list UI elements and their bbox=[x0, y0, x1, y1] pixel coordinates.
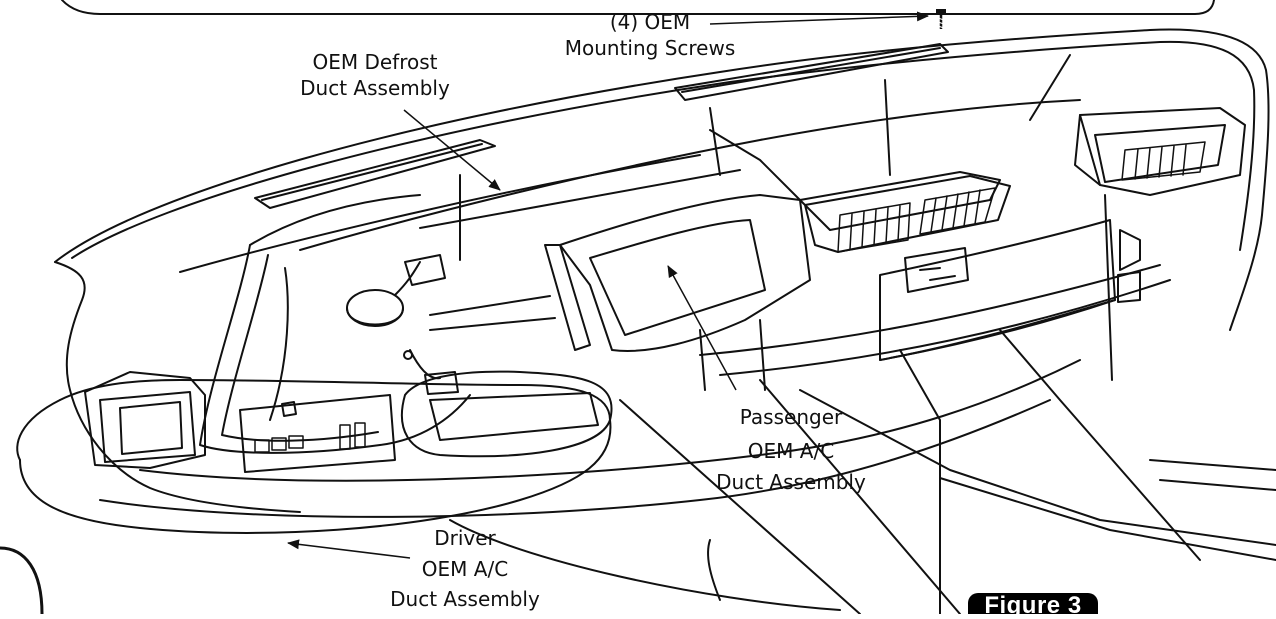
defrost-grille-left bbox=[254, 139, 496, 209]
center-duct-tube bbox=[400, 370, 613, 458]
top-frame-line bbox=[61, 0, 1215, 15]
center-vent-louvers-right bbox=[919, 187, 996, 235]
control-buttons bbox=[254, 422, 366, 453]
label-mounting-screws-line2: Mounting Screws bbox=[565, 36, 736, 60]
control-knob bbox=[281, 401, 297, 417]
lower-control-panel bbox=[239, 394, 396, 473]
dash-lower-edge bbox=[99, 399, 1051, 518]
center-vent-louvers-left bbox=[837, 202, 911, 253]
floor-rib bbox=[449, 519, 841, 611]
door-frame bbox=[899, 194, 1201, 615]
label-mounting-screws-line1: (4) OEM bbox=[610, 10, 690, 34]
figure-badge: Figure 3 bbox=[968, 592, 1098, 619]
horn-wire bbox=[394, 261, 421, 296]
passenger-duct-top bbox=[709, 129, 801, 201]
floor-line-2 bbox=[939, 477, 1276, 561]
label-passenger-duct-line1: Passenger bbox=[740, 405, 843, 429]
floor-line-3 bbox=[1149, 459, 1276, 491]
dash-face-upper bbox=[299, 99, 1081, 251]
driver-duct-tube-lower bbox=[19, 419, 612, 534]
latch-key-1 bbox=[919, 267, 941, 271]
defrost-grille-left-inner bbox=[261, 143, 483, 201]
label-driver-duct-line2: OEM A/C bbox=[422, 557, 508, 581]
leader-mounting-screws bbox=[709, 11, 929, 25]
floor-diagonal-1 bbox=[619, 399, 861, 615]
dash-face-line-2 bbox=[429, 317, 556, 331]
latch-plate bbox=[904, 247, 969, 293]
dash-left-end bbox=[54, 261, 301, 513]
glovebox-lower-edge bbox=[879, 299, 1116, 361]
pillar-line bbox=[699, 319, 766, 391]
door-edge bbox=[1119, 229, 1141, 271]
right-vent-bracket bbox=[1074, 114, 1101, 186]
dash-inner-lower bbox=[139, 359, 1081, 482]
driver-duct-box-opening bbox=[119, 401, 183, 455]
center-duct-bracket bbox=[424, 371, 459, 395]
floor-diagonal-2 bbox=[759, 379, 961, 615]
defrost-grille-center bbox=[674, 43, 949, 101]
page-corner-circle bbox=[0, 546, 44, 615]
driver-duct-box bbox=[84, 371, 206, 469]
column-shroud bbox=[544, 244, 591, 351]
floor-line-1 bbox=[799, 389, 1276, 546]
leader-driver-duct bbox=[287, 539, 411, 559]
right-vent-louvers bbox=[1121, 141, 1206, 181]
label-defrost-duct-line1: OEM Defrost bbox=[312, 50, 437, 74]
label-driver-duct-line1: Driver bbox=[434, 526, 496, 550]
upper-brace-4 bbox=[1029, 54, 1071, 121]
center-duct-inner bbox=[429, 392, 599, 441]
driver-duct-left-curl bbox=[16, 399, 61, 461]
horn-bowl bbox=[346, 307, 404, 326]
passenger-duct-inner bbox=[589, 219, 766, 336]
windshield-line bbox=[179, 154, 701, 273]
defrost-grille-center-inner bbox=[681, 47, 941, 93]
screw-knob bbox=[403, 350, 413, 360]
dash-face-mid bbox=[419, 169, 741, 229]
driver-duct-box-front bbox=[99, 391, 196, 463]
label-passenger-duct-line2: OEM A/C bbox=[748, 439, 834, 463]
door-handle bbox=[1117, 271, 1141, 303]
driver-bezel-outer bbox=[199, 244, 471, 454]
latch-key-2 bbox=[929, 275, 956, 281]
floor-curve bbox=[707, 539, 721, 601]
label-passenger-duct-line3: Duct Assembly bbox=[716, 470, 866, 494]
dash-face-line-1 bbox=[429, 295, 551, 316]
center-vent-face bbox=[804, 175, 1011, 253]
driver-bezel-arc bbox=[249, 194, 421, 246]
bracket-small bbox=[404, 254, 446, 286]
driver-duct-tube-upper bbox=[59, 379, 611, 421]
dash-outer-outline bbox=[54, 28, 1270, 331]
right-vent-face bbox=[1094, 124, 1226, 183]
driver-bezel-inner bbox=[221, 254, 379, 442]
dash-upper-rim bbox=[71, 40, 1256, 259]
label-driver-duct-line3: Duct Assembly bbox=[390, 587, 540, 611]
leader-defrost-duct bbox=[403, 109, 501, 191]
upper-brace-3 bbox=[884, 79, 891, 176]
figure-badge-label: Figure 3 bbox=[984, 592, 1081, 614]
leader-passenger-duct bbox=[667, 265, 737, 391]
lower-trim-line bbox=[699, 264, 1161, 356]
label-defrost-duct-line2: Duct Assembly bbox=[300, 76, 450, 100]
upper-brace-2 bbox=[709, 107, 721, 176]
screw-icon bbox=[936, 9, 946, 29]
cluster-opening bbox=[269, 267, 289, 421]
